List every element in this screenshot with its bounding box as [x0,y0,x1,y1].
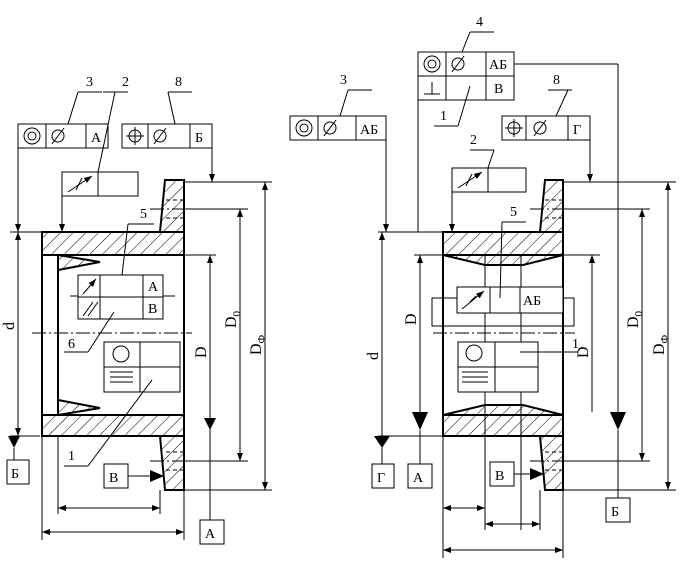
left-part-body [32,179,222,491]
left-dim-Dphi: DФ [248,334,268,355]
left-fcf-lower [103,341,181,393]
left-fcf-runout-top: 2 [59,75,139,232]
left-fcf-runout-datum-bottom: В [148,302,157,317]
right-dim-D0: D0 [625,310,645,328]
right-fcf-top-datum-top: АБ [489,58,507,73]
right-fcf-lower: 1 [457,337,579,393]
left-datum-box-a [199,519,225,545]
left-fcf-position: Б 8 [121,75,213,149]
right-fcf-runout: АБ [456,286,564,314]
right-datum-box-a [407,463,433,489]
right-leader-5: 5 [510,205,517,220]
right-fcf-position: Г 8 [501,73,591,141]
left-datum-box-v [103,463,129,489]
right-fcf-coaxial-datum: АБ [360,123,378,138]
right-dim-d: d [365,352,382,360]
right-datum-box-g [371,463,395,489]
right-datum-b: Б [611,505,619,520]
left-fcf-coaxial-datum: А [91,131,102,146]
left-dim-D0: D0 [223,310,243,328]
roundness-icon [112,345,130,363]
right-fcf-top-group: АБ В 4 1 [417,15,515,127]
right-leader-8: 8 [553,73,560,88]
right-part-body [431,179,600,491]
right-dim-Dphi: DФ [651,334,671,355]
left-dim-d: d [1,322,18,330]
left-dim-D: D [193,346,210,358]
left-leader-5: 5 [140,207,147,222]
right-leader-3: 3 [340,73,347,88]
right-dim-D-left: D [403,313,420,325]
right-leader-1: 1 [572,337,579,352]
diameter-icon [153,129,167,143]
left-datum-box-b [6,459,30,485]
right-fcf-runout-datum: АБ [523,294,541,309]
right-datum-a: А [413,471,424,486]
roundness-icon [465,344,483,362]
right-leader-4: 4 [476,15,483,30]
left-datum-a: А [205,527,216,542]
right-fcf-coaxial: АБ 3 [289,73,387,141]
right-datum-box-b [605,497,631,523]
right-leader-1-top: 1 [440,109,447,124]
right-datum-box-v [489,461,515,487]
right-fcf-top-datum-bottom: В [494,82,503,97]
right-datum-g: Г [377,471,385,486]
left-leader-3: 3 [86,75,93,90]
left-leader-6: 6 [68,337,75,352]
left-leader-2: 2 [122,75,129,90]
left-leader-1: 1 [68,449,75,464]
right-fcf-position-datum: Г [573,123,581,138]
right-dim-D: D [575,346,592,358]
left-fcf-coaxial: А 3 [17,75,109,149]
left-flange-top [41,179,185,256]
right-view: АБ 1 АБ В [289,15,676,558]
left-fcf-runout: А В [70,274,175,320]
left-leader-8: 8 [175,75,182,90]
right-leader-2: 2 [470,133,477,148]
left-datum-v: В [109,471,118,486]
coaxiality-outer-icon [23,127,41,145]
coaxiality-inner-icon [27,131,37,141]
diameter-icon [51,129,65,143]
right-datum-v: В [495,469,504,484]
left-datum-b: Б [11,467,19,482]
right-fcf-runout-top: 2 [449,133,527,232]
left-fcf-runout-datum-top: А [148,280,159,295]
left-view: А В А 3 [1,75,272,545]
left-fcf-position-datum: Б [195,131,203,146]
